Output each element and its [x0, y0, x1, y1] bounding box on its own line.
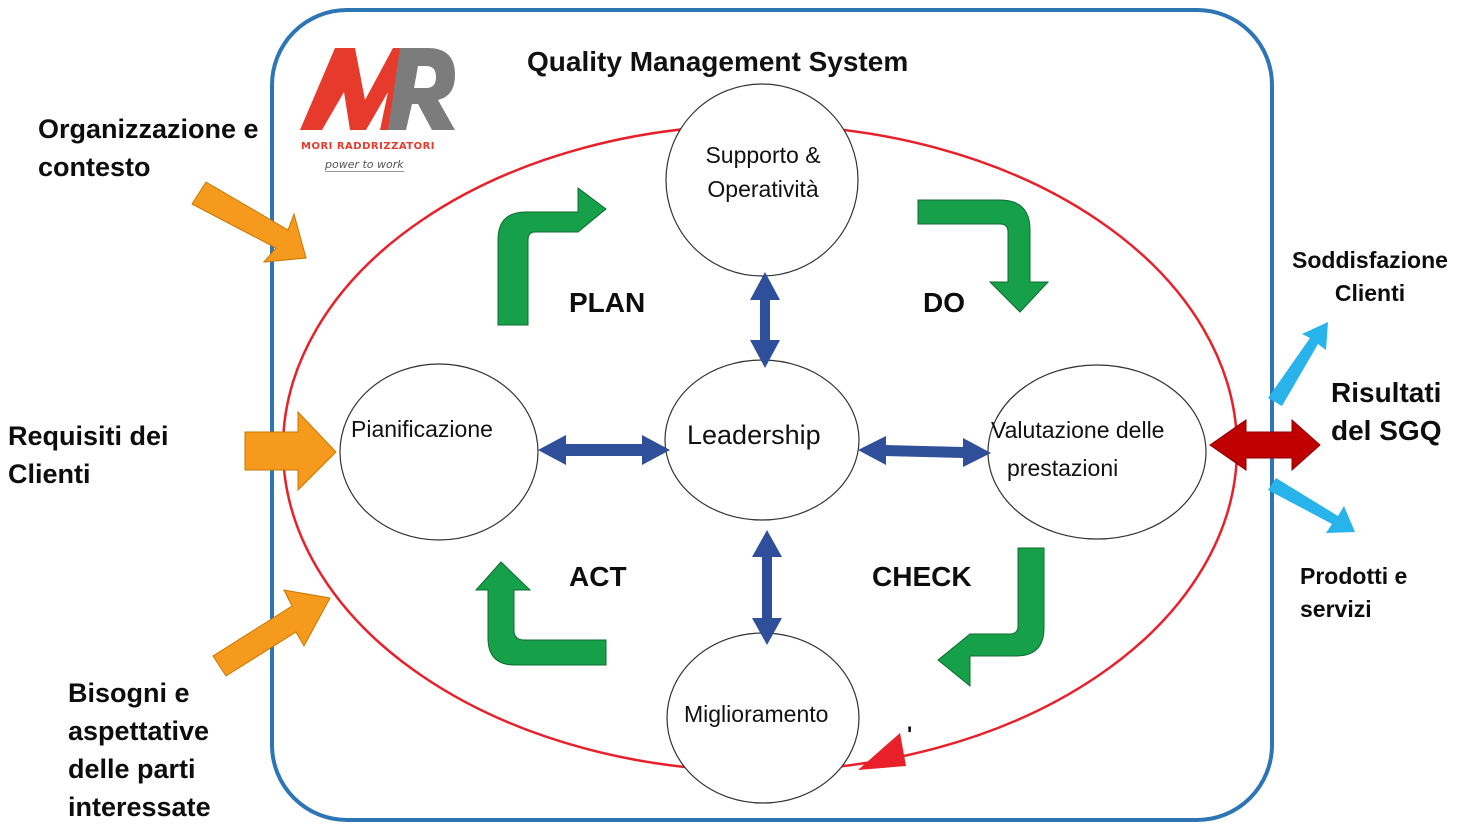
- pdca-arrows: [474, 187, 1050, 688]
- plan-arrow: [497, 187, 607, 326]
- diagram-title: Quality Management System: [527, 46, 909, 77]
- input-arrows: [191, 181, 337, 677]
- double-arrow-right: [858, 436, 991, 467]
- phase-check: CHECK: [872, 561, 972, 592]
- double-arrow-bottom: [752, 530, 782, 645]
- input-arrow-bisogni: [212, 589, 331, 677]
- output-arrow-soddisfazione: [1268, 322, 1328, 406]
- output-arrows-cyan: [1268, 322, 1355, 533]
- input-label-requisiti: Requisiti dei Clienti: [8, 421, 169, 489]
- phase-do: DO: [923, 287, 965, 318]
- node-supporto: [665, 83, 859, 277]
- logo-letter-r: [388, 48, 455, 130]
- label-supporto: Supporto & Operatività: [705, 142, 821, 202]
- check-arrow: [937, 547, 1045, 688]
- label-miglioramento: Miglioramento: [684, 701, 829, 727]
- phase-act: ACT: [569, 561, 627, 592]
- double-arrows: [538, 272, 991, 645]
- input-label-bisogni: Bisogni e aspettative delle parti intere…: [68, 678, 211, 822]
- do-arrow: [917, 199, 1050, 313]
- output-label-prodotti: Prodotti e servizi: [1300, 563, 1408, 622]
- logo-company-name: MORI RADDRIZZATORI: [301, 141, 436, 152]
- label-valutazione-line1: Valutazione delle: [991, 417, 1165, 443]
- label-valutazione-line2: prestazioni: [1007, 455, 1119, 481]
- logo-tagline: power to work: [325, 158, 404, 172]
- qms-frame: [270, 8, 1274, 822]
- output-label-risultati: Risultati del SGQ: [1331, 377, 1442, 446]
- input-arrow-organizzazione: [191, 181, 307, 263]
- company-logo: [300, 48, 455, 130]
- double-arrow-top: [750, 272, 780, 368]
- label-leadership: Leadership: [687, 420, 821, 450]
- logo-letter-m: [300, 48, 414, 130]
- output-arrow-prodotti: [1268, 478, 1355, 533]
- input-label-organizzazione: Organizzazione e contesto: [38, 114, 259, 182]
- double-arrow-left: [538, 435, 670, 465]
- act-arrow: [474, 561, 607, 666]
- stray-tick-mark: ': [907, 722, 912, 747]
- output-label-soddisfazione: Soddisfazione Clienti: [1292, 247, 1448, 306]
- label-pianificazione: Pianificazione: [351, 416, 493, 442]
- node-pianificazione: [339, 363, 539, 541]
- output-arrow-risultati: [1209, 418, 1321, 472]
- input-arrow-requisiti: [244, 410, 337, 492]
- cycle-arrowhead: [858, 733, 906, 770]
- phase-plan: PLAN: [569, 287, 646, 318]
